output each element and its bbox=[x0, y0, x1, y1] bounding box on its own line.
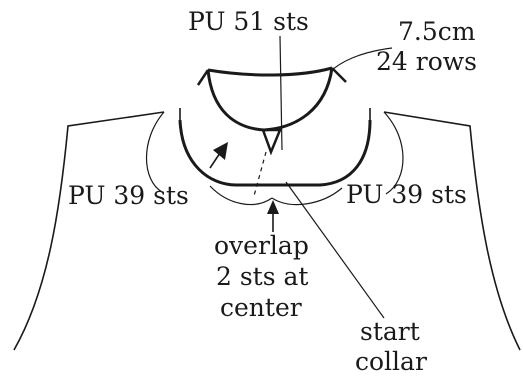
length-leader bbox=[329, 47, 393, 73]
pickup-arc-left bbox=[146, 111, 165, 193]
pickup-arc-bottom-left bbox=[209, 185, 273, 206]
start-collar-leader bbox=[285, 181, 385, 319]
overlap-label-line3: center bbox=[220, 293, 302, 322]
pickup-left-label: PU 39 sts bbox=[68, 181, 189, 210]
pickup-arc-right bbox=[383, 111, 404, 195]
length-rows-label: 24 rows bbox=[376, 47, 477, 76]
center-dashed-line bbox=[253, 151, 267, 197]
pickup-arc-bottom-right bbox=[271, 187, 343, 206]
start-collar-label-line1: start bbox=[360, 317, 420, 346]
pickup-top-leader bbox=[279, 35, 283, 151]
garment-body-left bbox=[13, 108, 181, 351]
overlap-label-line1: overlap bbox=[214, 231, 309, 260]
pickup-top-label: PU 51 sts bbox=[188, 7, 309, 36]
back-neck-curve bbox=[207, 66, 333, 77]
garment-body-right bbox=[369, 108, 521, 351]
front-neck-curve bbox=[178, 119, 372, 187]
back-neck-tick-right bbox=[331, 67, 347, 83]
overlap-label-line2: 2 sts at bbox=[216, 262, 308, 291]
back-neck-tick-left bbox=[196, 69, 210, 86]
overlap-arrow-head bbox=[267, 200, 279, 214]
length-cm-label: 7.5cm bbox=[398, 17, 476, 46]
start-collar-label-line2: collar bbox=[355, 347, 427, 376]
collar-bowl bbox=[206, 67, 334, 132]
v-neck-triangle bbox=[261, 128, 282, 156]
collar-arrow-head bbox=[213, 142, 228, 160]
pickup-right-label: PU 39 sts bbox=[346, 180, 467, 209]
